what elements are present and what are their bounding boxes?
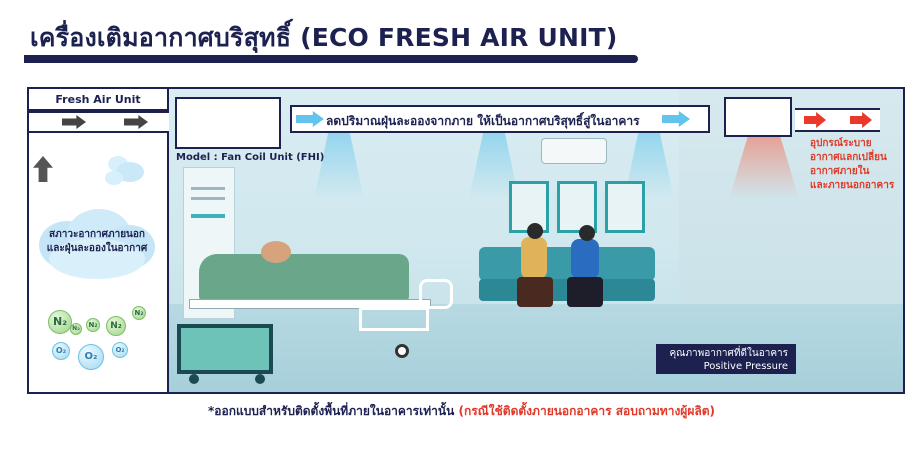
cool-air-flow — [314, 129, 364, 199]
intake-arrow-icon — [124, 115, 148, 129]
nitrogen-molecule-icon: N₂ — [86, 318, 100, 332]
cart-wheel — [255, 374, 265, 384]
indoor-quality-line2: Positive Pressure — [703, 361, 788, 372]
footnote: *ออกแบบสำหรับติดตั้งพื้นที่ภายในอาคารเท่… — [208, 402, 715, 421]
exhaust-note: อุปกรณ์ระบาย อากาศแลกเปลี่ยน อากาศภายใน … — [810, 137, 910, 193]
bed-rail — [359, 307, 429, 331]
wall-picture — [557, 181, 597, 233]
bed-wheel — [395, 344, 409, 358]
cabinet-grille — [191, 187, 225, 190]
hospital-bed — [199, 254, 409, 302]
page-title: เครื่องเติมอากาศบริสุทธิ์ (ECO FRESH AIR… — [30, 23, 618, 52]
fresh-air-unit-bar — [29, 91, 167, 111]
sofa — [479, 247, 655, 281]
indoor-quality-badge: คุณภาพอากาศที่ดีในอาคาร Positive Pressur… — [656, 344, 796, 374]
small-cloud-icon — [105, 156, 144, 185]
outside-condition-text: สภาวะอากาศภายนอก และฝุ่นละอองในอากาศ — [40, 228, 154, 256]
wall-picture — [605, 181, 645, 233]
title-underline — [24, 55, 638, 63]
intake-arrow-icon — [62, 115, 86, 129]
bed-footboard — [419, 279, 453, 309]
exhaust-note-line1: อุปกรณ์ระบาย — [810, 138, 872, 149]
nitrogen-molecule-icon: N₂ — [70, 323, 82, 335]
duct-message: ลดปริมาณฝุ่นละอองจากภาย ให้เป็นอากาศบริส… — [326, 114, 640, 128]
bed-frame — [189, 299, 431, 309]
exhaust-arrow-icon — [850, 112, 872, 128]
outside-condition-line2: และฝุ่นละอองในอากาศ — [46, 243, 148, 254]
fresh-air-intake-duct — [29, 111, 179, 133]
exhaust-note-line4: และภายนอกอาคาร — [810, 180, 895, 191]
supply-air-duct — [290, 105, 710, 133]
exhaust-note-line3: อากาศภายใน — [810, 166, 870, 177]
exhaust-note-line2: อากาศแลกเปลี่ยน — [810, 152, 887, 163]
exhaust-unit-box — [724, 97, 792, 137]
person-head — [527, 223, 543, 239]
oxygen-molecule-icon: O₂ — [78, 344, 104, 370]
exhaust-arrow-icon — [804, 112, 826, 128]
supply-arrow-icon — [662, 111, 690, 127]
outside-condition-line1: สภาวะอากาศภายนอก — [49, 229, 145, 240]
person-sitting — [571, 239, 599, 279]
oxygen-molecule-icon: O₂ — [52, 342, 70, 360]
air-conditioner-icon — [541, 138, 607, 164]
fhi-model-label: Model : Fan Coil Unit (FHI) — [176, 152, 325, 163]
nitrogen-molecule-icon: N₂ — [48, 310, 72, 334]
indoor-quality-line1: คุณภาพอากาศที่ดีในอาคาร — [669, 348, 788, 359]
fresh-air-unit-label: Fresh Air Unit — [55, 93, 141, 106]
patient-head — [261, 241, 291, 263]
indoor-room-scene — [169, 89, 903, 392]
cabinet-indicator — [191, 214, 225, 218]
footnote-note: (กรณีใช้ติดตั้งภายนอกอาคาร สอบถามทางผู้ผ… — [458, 404, 715, 418]
oxygen-molecule-icon: O₂ — [112, 342, 128, 358]
cabinet-grille — [191, 197, 225, 200]
medical-cart — [177, 324, 273, 374]
nitrogen-molecule-icon: N₂ — [132, 306, 146, 320]
person-reading — [521, 237, 547, 279]
footnote-main: *ออกแบบสำหรับติดตั้งพื้นที่ภายในอาคารเท่… — [208, 404, 455, 418]
supply-arrow-icon — [296, 111, 324, 127]
outside-air-cloud-icon — [39, 209, 155, 279]
person-head — [579, 225, 595, 241]
nitrogen-molecule-icon: N₂ — [106, 316, 126, 336]
person-legs — [517, 277, 553, 307]
fan-coil-unit-box — [175, 97, 281, 149]
cart-wheel — [189, 374, 199, 384]
person-legs — [567, 277, 603, 307]
